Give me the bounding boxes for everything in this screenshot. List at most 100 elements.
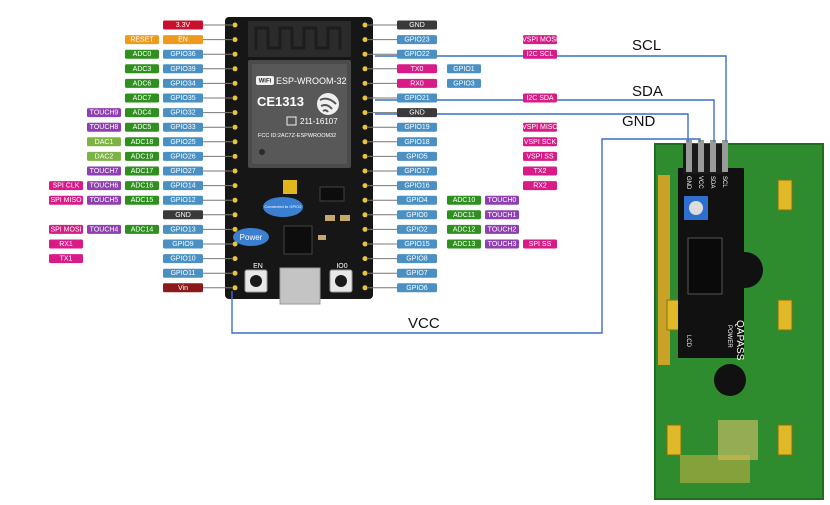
lcd-module: QAPASS POWER LCD GND VCC SDA SCL <box>654 140 824 500</box>
left-pin-12-alt-1-box <box>87 195 121 205</box>
lcd-backlight-pad <box>680 455 750 483</box>
right-pin-1-box <box>397 35 437 45</box>
left-pin-header-13 <box>232 212 238 218</box>
right-pin-10: GPIO17 <box>404 168 429 175</box>
right-pin-13-alt-0-box <box>447 210 481 220</box>
left-pin-6-box <box>163 108 203 118</box>
left-pin-5: GPIO35 <box>170 95 195 102</box>
left-pin-header-3 <box>232 66 238 72</box>
left-pin-header-9 <box>232 153 238 159</box>
mount-pad-2 <box>777 299 793 331</box>
right-pin-13-alt-1: TOUCH1 <box>488 212 517 219</box>
usb-port <box>279 267 321 305</box>
right-pin-2-box <box>397 49 437 59</box>
right-pin-header-2 <box>362 51 368 57</box>
left-pin-header-11 <box>232 183 238 189</box>
right-pin-17: GPIO7 <box>406 270 428 277</box>
wifi-logo <box>256 76 274 85</box>
right-pin-header-6 <box>362 110 368 116</box>
left-pin-11-alt-1-box <box>87 181 121 191</box>
right-pin-15-alt-2-box <box>523 239 557 249</box>
lcd-led-label: LCD <box>685 335 691 348</box>
small-smd-2 <box>340 215 350 221</box>
left-pin-12-alt-2-box <box>49 195 83 205</box>
right-pin-15-alt-1: TOUCH3 <box>488 241 517 248</box>
left-pin-18: Vin <box>178 285 188 292</box>
right-pin-0-box <box>397 20 437 30</box>
left-pin-16-box <box>163 254 203 264</box>
right-pin-6-box <box>397 108 437 118</box>
module-name: ESP-WROOM-32 <box>276 76 347 86</box>
left-pin-9-alt-1: DAC2 <box>95 153 114 160</box>
header-pin-sda <box>710 140 716 172</box>
right-pin-10-box <box>397 166 437 176</box>
potentiometer-knob <box>689 201 703 215</box>
right-pin-13: GPIO0 <box>406 212 428 219</box>
left-pin-9-alt-0: ADC19 <box>131 153 154 160</box>
left-pin-11-alt-2-box <box>49 181 83 191</box>
right-pin-4: RX0 <box>410 80 424 87</box>
left-pin-5-alt-0: ADC7 <box>133 95 152 102</box>
left-pin-8: GPIO25 <box>170 139 195 146</box>
left-pin-3-alt-0: ADC3 <box>133 66 152 73</box>
right-pin-0: GND <box>409 22 425 29</box>
left-pin-11-alt-1: TOUCH6 <box>90 183 119 190</box>
right-pin-14: GPIO2 <box>406 226 428 233</box>
left-pin-0: 3.3V <box>176 22 191 29</box>
contrast-area <box>718 420 758 460</box>
left-pin-12-alt-0-box <box>125 195 159 205</box>
right-pin-3-alt-0-box <box>447 64 481 74</box>
right-pin-12-alt-1: TOUCH0 <box>488 197 517 204</box>
left-pin-7-alt-0: ADC5 <box>133 124 152 131</box>
right-pin-15-alt-1-box <box>485 239 519 249</box>
mount-pad-5 <box>777 424 793 456</box>
left-pin-5-box <box>163 93 203 103</box>
right-pin-header-5 <box>362 95 368 101</box>
lcd-pin-header <box>658 175 670 365</box>
en-button-cap <box>250 275 262 287</box>
left-pin-7: GPIO33 <box>170 124 195 131</box>
left-pin-0-box <box>163 20 203 30</box>
left-pin-17: GPIO11 <box>171 270 196 277</box>
en-button-label: EN <box>253 263 263 270</box>
right-pin-header-7 <box>362 124 368 130</box>
right-pin-9-alt-2-box <box>523 151 557 161</box>
right-pin-13-box <box>397 210 437 220</box>
header-label-vcc: VCC <box>697 176 703 189</box>
left-pin-4-alt-0-box <box>125 78 159 88</box>
left-pin-10-alt-1: TOUCH7 <box>90 168 119 175</box>
left-pin-14-alt-1-box <box>87 224 121 234</box>
lcd-brand: QAPASS <box>734 320 745 361</box>
wire-label-sda: SDA <box>632 83 663 100</box>
wires <box>231 55 727 334</box>
right-pin-3-alt-0: GPIO1 <box>453 66 475 73</box>
left-pin-header-16 <box>232 256 238 262</box>
right-pin-1-alt-2-box <box>523 35 557 45</box>
esp32-antenna <box>248 21 351 57</box>
header-label-sda: SDA <box>709 176 715 188</box>
left-pin-8-alt-1: DAC1 <box>95 139 114 146</box>
left-pin-7-alt-1-box <box>87 122 121 132</box>
left-pin-2: GPIO36 <box>170 51 195 58</box>
left-pin-8-alt-0: ADC18 <box>131 139 154 146</box>
right-pin-header-15 <box>362 241 368 247</box>
ic-number: 211-16107 <box>300 117 338 126</box>
right-pin-15-box <box>397 239 437 249</box>
led-callout-text: Connected to GPIO2 <box>264 204 302 209</box>
mount-pad-4 <box>666 424 682 456</box>
right-pin-11-alt-2: RX2 <box>533 183 547 190</box>
left-pin-header-6 <box>232 110 238 116</box>
left-pin-14-alt-1: TOUCH4 <box>90 226 119 233</box>
left-pin-15-alt-2: RX1 <box>59 241 73 248</box>
left-pin-6-alt-0-box <box>125 108 159 118</box>
left-pin-3-alt-0-box <box>125 64 159 74</box>
right-pin-header-13 <box>362 212 368 218</box>
left-pin-16: GPIO10 <box>170 256 195 263</box>
header-pin-gnd <box>686 140 692 172</box>
header-label-gnd: GND <box>685 176 691 190</box>
right-pin-header-17 <box>362 270 368 276</box>
right-pin-header-8 <box>362 139 368 145</box>
right-pin-3-box <box>397 64 437 74</box>
wire-scl <box>375 55 727 142</box>
left-pin-11-alt-0-box <box>125 181 159 191</box>
